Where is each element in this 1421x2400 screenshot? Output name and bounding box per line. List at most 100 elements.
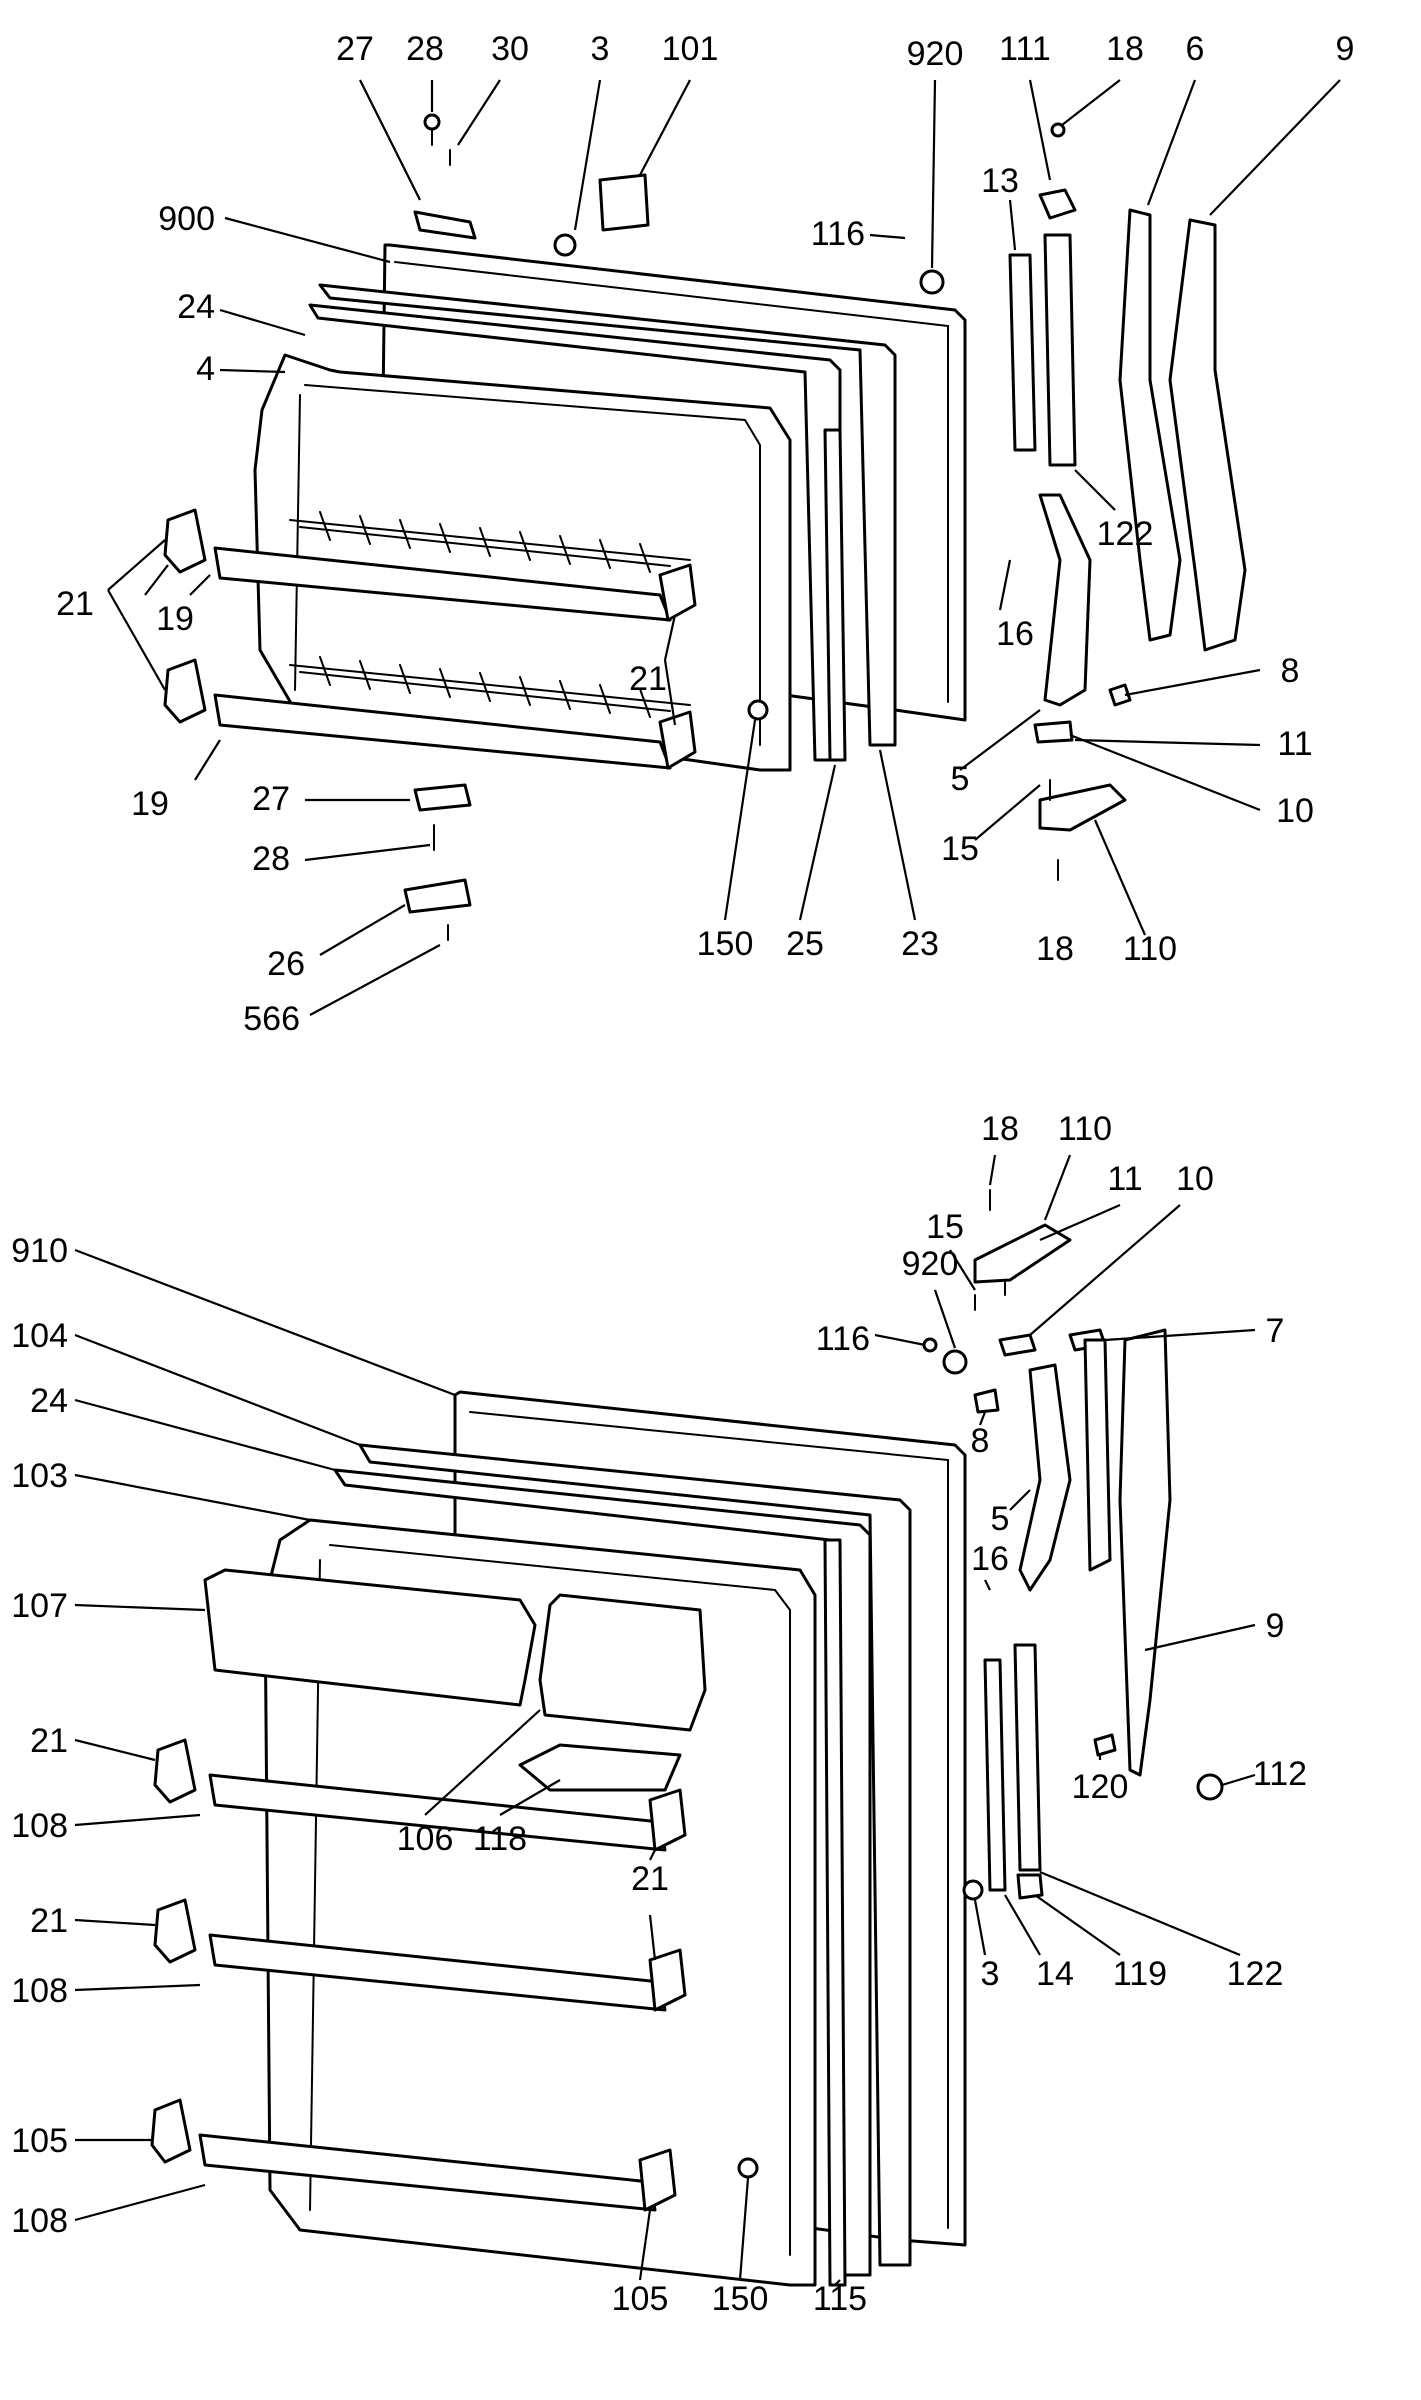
label-920-top: 920 [907,35,964,73]
screw-150-lower [737,2157,759,2179]
plug-920 [919,269,945,295]
label-4: 4 [196,350,215,388]
label-110-lower: 110 [1058,1110,1112,1148]
bracket-10 [1033,720,1074,744]
label-120: 120 [1072,1768,1129,1806]
label-119: 119 [1113,1955,1167,1993]
bottom-hinge-27 [413,783,472,812]
label-24-top: 24 [177,288,215,326]
label-108-bottom: 108 [11,2202,68,2240]
label-110-top: 110 [1123,930,1177,968]
label-105-left: 105 [11,2122,68,2160]
bottom-labels: 18 110 15 11 10 920 116 910 104 7 24 8 1… [11,1110,1307,2318]
label-21-left-top: 21 [56,585,94,623]
label-108-upper: 108 [11,1807,68,1845]
trim-strip-13 [1008,253,1037,452]
label-150-top: 150 [697,925,754,963]
label-14: 14 [1036,1955,1074,1993]
label-13: 13 [981,162,1019,200]
label-3-lower: 3 [981,1955,1000,1993]
label-26: 26 [267,945,305,983]
dairy-compartment-small [538,1593,707,1732]
top-door-assembly [163,113,1247,941]
door-shelf-middle [208,1933,667,2012]
cap-119 [1016,1873,1044,1900]
label-27-bottom: 27 [252,780,290,818]
handle-5 [1038,493,1092,707]
label-25: 25 [786,925,824,963]
shelf-end-cap-right-lower [658,710,697,770]
label-8-top: 8 [1281,652,1300,690]
gasket-strip-25 [823,428,847,762]
plug-3 [553,233,577,257]
egg-tray-118 [518,1743,682,1792]
label-112: 112 [1253,1755,1307,1793]
door-shelf-upper [208,1773,667,1852]
cap-112 [1196,1773,1224,1801]
label-106: 106 [397,1820,454,1858]
handle-trim-9 [1168,218,1247,652]
label-900: 900 [158,200,215,238]
label-21-lower-2: 21 [631,1860,669,1898]
label-16-lower: 16 [971,1540,1009,1578]
label-122-top: 122 [1097,515,1154,553]
label-101: 101 [662,30,719,68]
label-7: 7 [1266,1312,1285,1350]
shelf-end-cap-left-lower [163,658,207,724]
trim-strip-122 [1043,233,1077,467]
bracket-8-lower [973,1388,1000,1414]
label-150-lower: 150 [712,2280,769,2318]
bracket-10-lower [998,1333,1037,1357]
handle-trim-rail [1083,1338,1112,1572]
label-910: 910 [11,1232,68,1270]
label-18-lower: 18 [981,1110,1019,1148]
label-118: 118 [473,1820,527,1858]
label-566: 566 [243,1000,300,1038]
label-8-lower: 8 [971,1422,990,1460]
door-liner [253,353,792,772]
label-19-upper: 19 [156,600,194,638]
label-115: 115 [813,2280,867,2318]
trim-strip-122-lower [1013,1643,1042,1872]
label-15-lower: 15 [926,1208,964,1246]
label-111: 111 [999,30,1051,68]
screw-120 [1093,1733,1117,1757]
label-116-top: 116 [811,215,865,253]
label-28-bottom: 28 [252,840,290,878]
shelf-end-cap-right-upper [658,563,697,622]
label-18-top: 18 [1106,30,1144,68]
trim-strip-14 [983,1658,1007,1892]
label-107: 107 [11,1587,68,1625]
handle-5-lower [1018,1363,1072,1592]
shelf-end-cap-left-upper [163,508,207,574]
label-103: 103 [11,1457,68,1495]
label-9-lower: 9 [1266,1607,1285,1645]
label-6: 6 [1186,30,1205,68]
hinge-110 [1038,783,1127,832]
label-23: 23 [901,925,939,963]
label-21-right-top: 21 [629,660,667,698]
label-27-top: 27 [336,30,374,68]
handle-trim-9-lower [1118,1328,1172,1777]
label-108-middle: 108 [11,1972,68,2010]
door-shelf-bottom [198,2133,657,2212]
label-18-bottom: 18 [1036,930,1074,968]
label-19-lower: 19 [131,785,169,823]
label-5-top: 5 [951,760,970,798]
bottom-door-assembly [150,1189,1224,2287]
label-24-lower: 24 [30,1382,68,1420]
bracket-8 [1108,683,1132,707]
bottom-leaders [74,1154,1256,2286]
hinge-110-lower [973,1223,1072,1284]
label-10-lower: 10 [1176,1160,1214,1198]
label-5-lower: 5 [991,1500,1010,1538]
plug-3-lower [962,1879,984,1901]
top-hinge-bracket [413,210,477,240]
screw-150 [747,699,769,721]
label-21-lower-3: 21 [30,1902,68,1940]
label-11-top: 11 [1277,725,1312,763]
handle-part-6 [1118,208,1182,642]
label-10-top: 10 [1276,792,1314,830]
label-9-top: 9 [1336,30,1355,68]
label-122-lower: 122 [1227,1955,1284,1993]
